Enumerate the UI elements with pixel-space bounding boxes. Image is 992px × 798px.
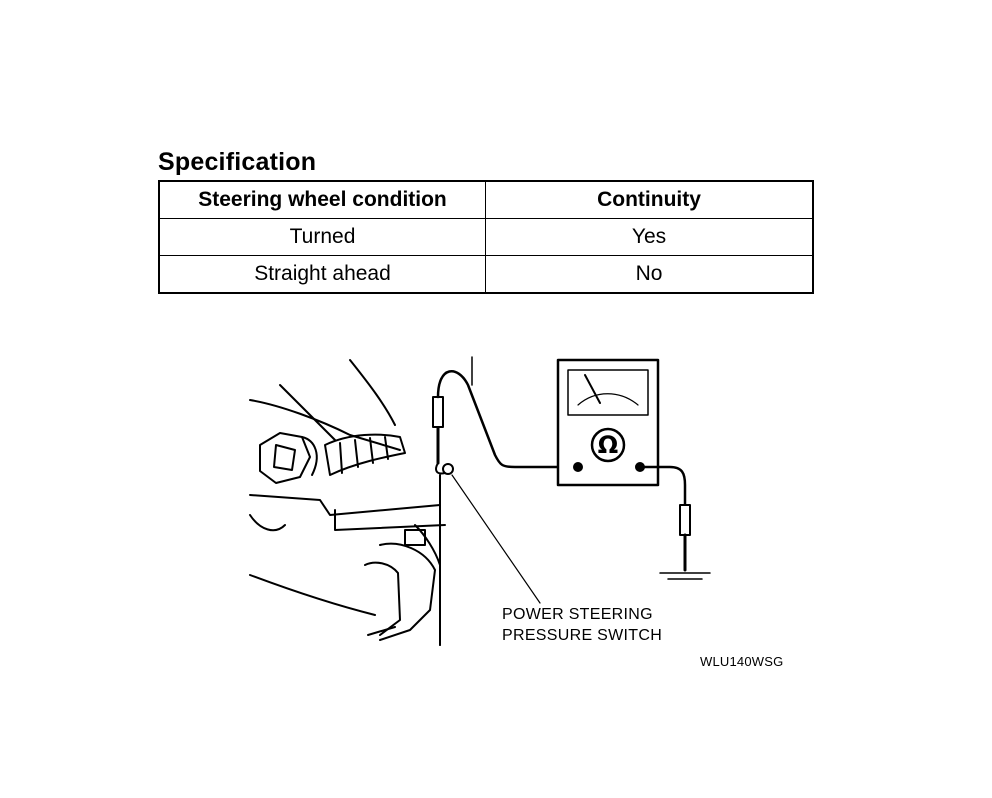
specification-title: Specification	[158, 148, 317, 176]
table-row: Straight ahead No	[158, 255, 814, 294]
test-lead-wire	[436, 370, 572, 469]
figure-code: WLU140WSG	[700, 654, 784, 669]
callout-line-2: PRESSURE SWITCH	[502, 627, 663, 644]
ohm-symbol: Ω	[598, 431, 618, 459]
callout-line-1: POWER STEERING	[502, 606, 653, 623]
ground-symbol	[659, 572, 711, 580]
ground-probe	[638, 465, 711, 580]
callout-label: POWER STEERING PRESSURE SWITCH	[502, 604, 662, 646]
condition-cell: Turned	[158, 218, 486, 256]
engine-bracket-drawing	[249, 359, 446, 646]
table-row: Turned Yes	[158, 218, 814, 256]
header-continuity: Continuity	[485, 180, 814, 219]
specification-table: Steering wheel condition Continuity Turn…	[158, 180, 814, 294]
continuity-cell: No	[485, 255, 814, 294]
continuity-cell: Yes	[485, 218, 814, 256]
header-steering-wheel-condition: Steering wheel condition	[158, 180, 486, 219]
test-probe-left	[432, 395, 454, 475]
callout-leader-line	[451, 474, 541, 604]
condition-cell: Straight ahead	[158, 255, 486, 294]
ohmmeter: Ω	[556, 358, 660, 487]
table-header-row: Steering wheel condition Continuity	[158, 180, 814, 219]
continuity-test-illustration: Ω	[249, 356, 711, 646]
